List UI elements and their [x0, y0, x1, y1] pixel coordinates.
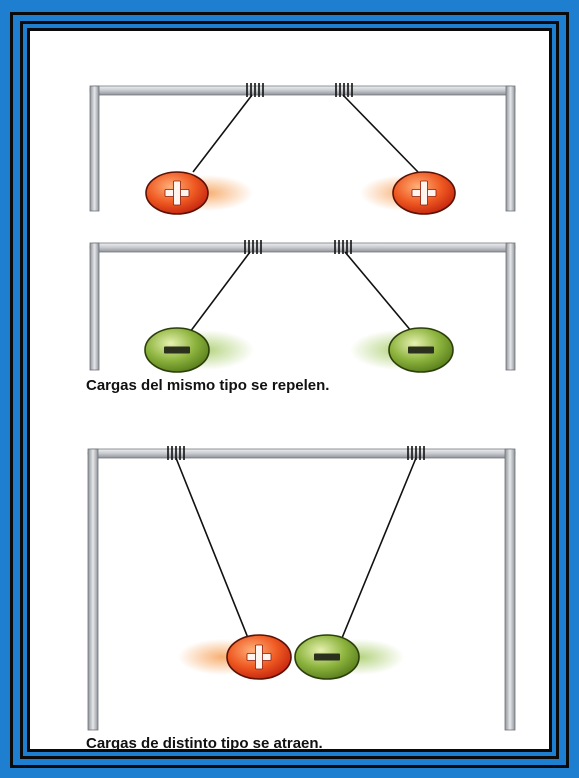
suspension-thread [192, 94, 253, 173]
suspension-thread [341, 457, 417, 639]
frame-stand [89, 85, 516, 212]
suspension-thread [189, 251, 251, 333]
minus-icon [314, 653, 340, 661]
attract-caption: Cargas de distinto tipo se atraen. [86, 735, 323, 752]
repel-positive-scene [89, 83, 516, 215]
suspension-thread [344, 251, 413, 333]
hook-clamp [335, 83, 353, 97]
negative-charge-ball [388, 327, 454, 373]
hook-clamp [334, 240, 352, 254]
positive-charge-ball [226, 634, 292, 680]
positive-charge-ball [392, 171, 456, 215]
suspension-thread [342, 94, 419, 173]
frame-stand [89, 242, 516, 371]
hook-clamp [244, 240, 262, 254]
suspension-thread [175, 457, 249, 639]
hook-clamp [167, 446, 185, 460]
minus-icon [164, 346, 190, 354]
repel-negative-scene [89, 240, 516, 373]
negative-charge-ball [294, 634, 360, 680]
positive-charge-ball [145, 171, 209, 215]
hook-clamp [246, 83, 264, 97]
negative-charge-ball [144, 327, 210, 373]
attract-opposite-scene [87, 446, 516, 731]
frame-stand [87, 448, 516, 731]
hook-clamp [407, 446, 425, 460]
minus-icon [408, 346, 434, 354]
repel-caption: Cargas del mismo tipo se repelen. [86, 377, 330, 394]
figure-panel [27, 28, 552, 752]
